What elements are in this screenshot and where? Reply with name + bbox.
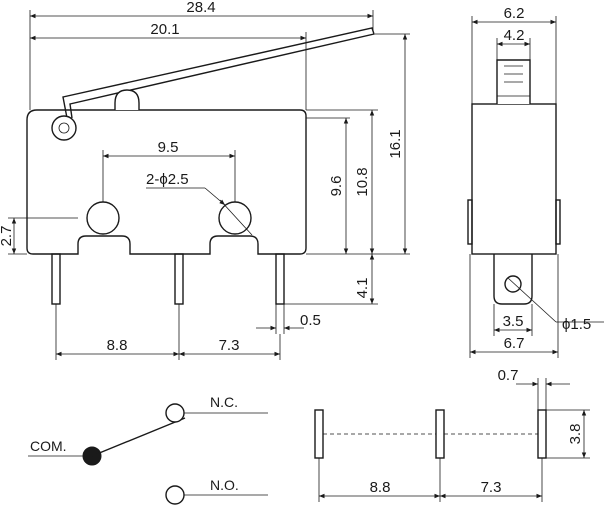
dim-hole-height: 2.7: [0, 226, 15, 247]
front-view: 28.4 20.1 9.5 2-ϕ2.5 2.7 9.6 10.8 16.1: [0, 0, 410, 360]
actuator-bump: [114, 89, 140, 110]
dim-lever-length: 20.1: [150, 21, 179, 38]
side-body: [471, 103, 557, 255]
terminal-no: [275, 253, 285, 305]
dim-terminal-hole: ϕ1.5: [562, 316, 591, 333]
side-view: 6.2 4.2 3.5 ϕ1.5 6.7: [467, 5, 604, 358]
dim-pcb-slot-width: 0.7: [498, 367, 519, 384]
nc-label: N.C.: [210, 394, 238, 410]
dim-hole-spec: 2-ϕ2.5: [146, 171, 189, 188]
terminal-com: [51, 253, 61, 305]
dim-pcb-pitch-left: 8.8: [370, 479, 391, 496]
dim-height-16-1: 16.1: [387, 129, 404, 158]
terminal-nc: [174, 253, 184, 305]
terminal-hole: [504, 275, 522, 293]
no-terminal-circle: [165, 485, 185, 505]
pcb-layout: 0.7 3.8 8.8 7.3: [314, 367, 590, 502]
dim-pin-pitch-left: 8.8: [107, 337, 128, 354]
dim-pcb-pitch-right: 7.3: [481, 479, 502, 496]
side-terminal: [493, 254, 533, 305]
switch-schematic: COM. N.C. N.O.: [28, 394, 268, 505]
pcb-slot-middle: [435, 409, 445, 459]
lever: [62, 27, 375, 119]
dim-overall-length: 28.4: [186, 0, 215, 16]
dim-terminal-length: 4.1: [354, 278, 371, 299]
dim-height-10-8: 10.8: [354, 167, 371, 196]
dim-actuator-width: 4.2: [504, 27, 525, 44]
dim-terminal-thickness: 0.5: [300, 312, 321, 329]
dim-hole-pitch: 9.5: [158, 139, 179, 156]
dim-terminal-width: 3.5: [503, 313, 524, 330]
switch-body: [26, 109, 307, 255]
com-label: COM.: [30, 438, 67, 454]
no-label: N.O.: [210, 477, 239, 493]
pcb-slot-right: [537, 409, 547, 459]
dim-side-width-top: 6.2: [504, 5, 525, 22]
pcb-slot-left: [314, 409, 324, 459]
dim-pcb-slot-length: 3.8: [567, 424, 584, 445]
dim-pin-pitch-right: 7.3: [219, 337, 240, 354]
pivot-hole: [51, 115, 77, 141]
mounting-hole-left: [86, 201, 120, 235]
nc-terminal-circle: [165, 403, 185, 423]
dim-height-9-6: 9.6: [328, 176, 345, 197]
dim-side-width-bottom: 6.7: [504, 335, 525, 352]
